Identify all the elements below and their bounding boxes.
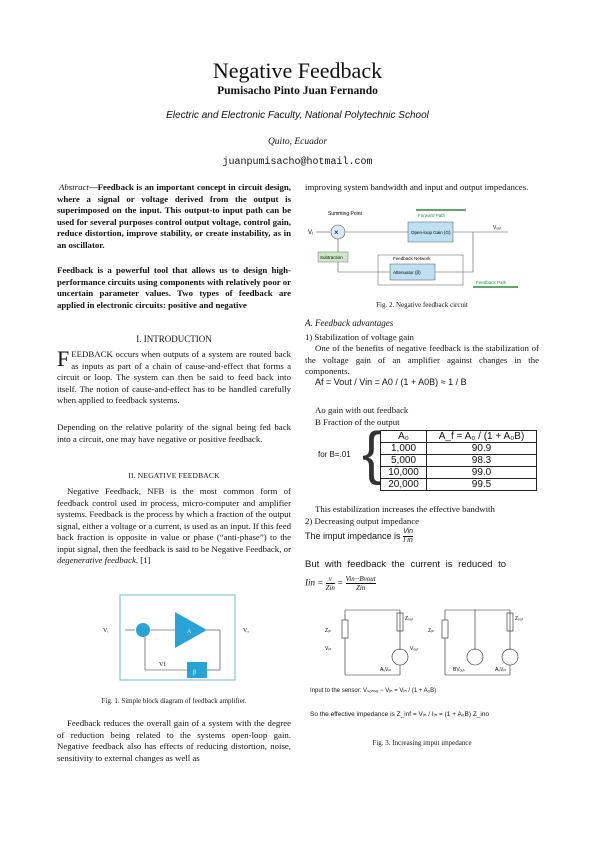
nf-text-1: Negative Feedback, NFB is the most commo… [57, 486, 291, 554]
abstract-text-2: Feedback is a powerful tool that allows … [57, 265, 291, 310]
fig2-vin-label: Vᵢ [308, 230, 313, 236]
author-name: Pumisacho Pinto Juan Fernando [217, 85, 378, 97]
table-cell: 5,000 [379, 454, 428, 467]
fig1-vf-label: Vf [159, 661, 165, 668]
formula-lhs: Af = Vout / Vin [315, 377, 373, 387]
abstract: Abstract—Feedback is an important concep… [57, 182, 291, 251]
fig3-avin-label-1: AᵥVᵢₙ [380, 667, 391, 673]
fig3-equation-1: Input to the sensor: Vₛₒₙₛₑ − Vᵢₙ = Vᵢₙ … [310, 688, 437, 694]
svg-text:×: × [334, 228, 339, 237]
fig3-vin-label-1: Vᵢₙ [325, 646, 331, 652]
table-cell: 99.5 [426, 478, 537, 491]
fig3-zout-label-2: Zₒᵤₜ [515, 616, 524, 622]
right-intro-text: improving system bandwidth and input and… [305, 182, 529, 192]
summing-node [136, 623, 150, 637]
fig1-block-diagram: Vᵢ Vₒ Vf β A [103, 594, 249, 681]
table-cell: 1,000 [379, 442, 428, 455]
table-cell: 98.3 [426, 454, 537, 467]
table-header-af: A_f = A₀ / (1 + A₀B) [426, 430, 537, 443]
nf-citation: . [1] [135, 555, 151, 565]
fig1-beta-label: β [193, 670, 196, 676]
fig3-input-impedance-circuits: Zᵢₙ Zₒᵤₜ Vᵢₙ Vₒᵤₜ AᵥVᵢₙ Zᵢₙ Zₒᵤₜ BVₒᵤₜ A… [325, 609, 524, 676]
fig3-equation-2: So the effective impedance is Z_inf = Vᵢ… [310, 711, 490, 718]
fig2-feedback-network-label: Feedback Network [393, 256, 431, 261]
table-cell: 99.0 [426, 466, 537, 479]
fig1-a-label: A [187, 629, 192, 635]
fig2-vout-label: Vₒᵤₜ [493, 225, 502, 231]
fig3-avin-label-2: AᵥVᵢₙ [495, 667, 506, 673]
item-output-impedance: 2) Decreasing output impedance [305, 516, 420, 526]
stabilization-text: One of the benefits of negative feedback… [305, 343, 539, 376]
drop-cap: F [57, 346, 70, 371]
section-heading-introduction: I. INTRODUCTION [136, 334, 212, 344]
beta-block [187, 662, 207, 678]
fig2-feedback-circuit: Vᵢ × Summing Point Open-loop Gain (G) Vₒ… [308, 209, 518, 288]
fig1-caption: Fig. 1. Simple block diagram of feedback… [101, 697, 247, 705]
abstract-text: —Feedback is an important concept in cir… [57, 182, 291, 250]
item-stabilization: 1) Stabilization of voltage gain [305, 332, 414, 342]
table-header-a0: A₀ [379, 430, 428, 443]
fig2-attenuator-label: Attenuator (β) [393, 270, 421, 275]
fig2-subtraction-label: Subtraction [320, 255, 343, 260]
fig2-summing-label: Summing Point [328, 211, 363, 217]
fig2-forward-path-label: Forward Path [418, 213, 446, 218]
nf-text-2: Feedback reduces the overall gain of a s… [57, 718, 291, 763]
fig1-vin-label: Vᵢ [103, 628, 108, 634]
subsection-feedback-advantages: A. Feedback advantages [305, 318, 394, 328]
impedance-numerator: Vin [403, 528, 414, 537]
intro-text-2: Depending on the relative polarity of th… [57, 422, 291, 444]
fig2-feedback-path-label: Feedback Path [476, 280, 507, 285]
formula-approx: ≈ 1 / B [440, 377, 467, 387]
abstract-label: Abstract [59, 182, 89, 192]
fig1-vout-label: Vₒ [243, 628, 249, 634]
fig2-open-loop-label: Open-loop Gain (G) [411, 230, 451, 235]
table-brace: { [362, 421, 382, 486]
fig3-zin-label-1: Zᵢₙ [325, 628, 331, 634]
nf-paragraph: Negative Feedback, NFB is the most commo… [57, 486, 291, 567]
formula-mid: A0 / (1 + A0B) [381, 377, 439, 387]
nf-italic-term: degenerative feedback [57, 555, 136, 565]
table-cell: 10,000 [379, 466, 428, 479]
fig3-bvout-label: BVₒᵤₜ [453, 667, 465, 673]
gain-formula: Af = Vout / Vin = A0 / (1 + A0B) ≈ 1 / B [315, 377, 467, 387]
table-b-label: for B=.01 [318, 450, 351, 459]
fig3-zout-label-1: Zₒᵤₜ [405, 616, 414, 622]
b-definition: B Fraction of the output [315, 417, 400, 427]
paper-title: Negative Feedback [212, 58, 383, 83]
table-cell: 90.9 [426, 442, 537, 455]
impedance-text: The imput impedance is [305, 530, 401, 541]
reduced-current-text: But with feedback the current is reduced… [305, 559, 507, 570]
after-table-text: This estabilization increases the effect… [315, 504, 495, 514]
amplifier-triangle [175, 612, 207, 648]
table-cell: 20,000 [379, 478, 428, 491]
fig2-caption: Fig. 2. Negative feedback circuit [376, 301, 468, 309]
fig3-vout-label-1: Vₒᵤₜ [410, 646, 419, 652]
affiliation: Electric and Electronic Faculty, Nationa… [166, 110, 429, 121]
location: Quito, Ecuador [267, 137, 328, 147]
intro-text-1: EEDBACK occurs when outputs of a system … [57, 349, 291, 405]
table-header-row: A₀ A_f = A₀ / (1 + A₀B) [379, 430, 537, 443]
input-impedance-line: The imput impedance is Vin I in [305, 528, 414, 545]
email-address: juanpumisacho@hotmail.com [222, 157, 373, 168]
impedance-denominator: I in [403, 537, 413, 544]
fig3-zin-label-2: Zᵢₙ [428, 628, 434, 634]
ao-definition: Ao gain with out feedback [315, 405, 409, 415]
section-heading-negative-feedback: II. NEGATIVE FEEDBACK [128, 471, 220, 480]
fig3-caption: Fig. 3. Increasing imput impedance [372, 739, 472, 747]
